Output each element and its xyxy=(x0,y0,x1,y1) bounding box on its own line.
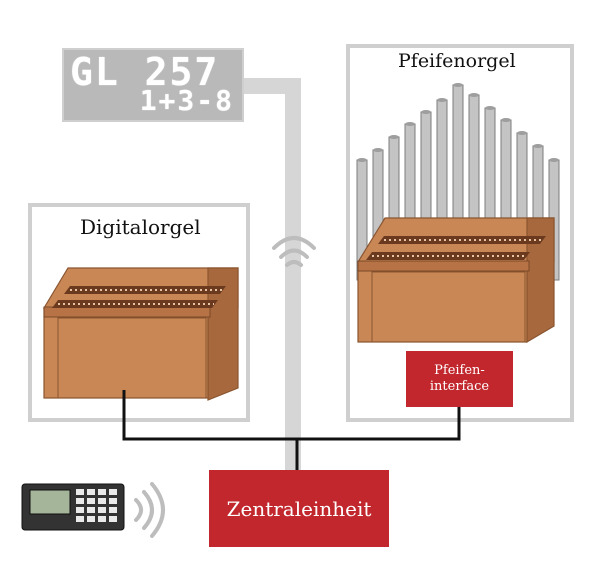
digital-organ-keyboards xyxy=(52,286,226,308)
pipe-interface-label-2: interface xyxy=(429,379,490,394)
led-display-line-1: GL 257 xyxy=(70,50,220,94)
pipe-organ xyxy=(356,83,560,344)
wiring-cables xyxy=(122,390,461,470)
wireless-signal-icon xyxy=(272,236,316,267)
led-display: GL 257 1+3-8 xyxy=(62,48,244,122)
remote-wireless-signal-icon xyxy=(134,482,165,538)
central-unit-label: Zentraleinheit xyxy=(226,496,372,521)
digital-organ-console xyxy=(42,267,239,401)
digital-organ-frame xyxy=(28,203,250,422)
pipe-interface-box: Pfeifen- interface xyxy=(406,351,513,407)
handheld-remote-icon xyxy=(21,483,125,531)
pipe-organ-console xyxy=(356,217,555,344)
pipe-organ-label: Pfeifenorgel xyxy=(398,50,516,72)
digital-organ-label: Digitalorgel xyxy=(80,215,201,239)
led-display-line-2: 1+3-8 xyxy=(139,84,234,117)
pipe-interface-label-1: Pfeifen- xyxy=(434,363,485,378)
organ-pipes xyxy=(356,84,560,281)
wireless-link-path xyxy=(244,78,301,476)
central-unit-box: Zentraleinheit xyxy=(209,470,389,547)
